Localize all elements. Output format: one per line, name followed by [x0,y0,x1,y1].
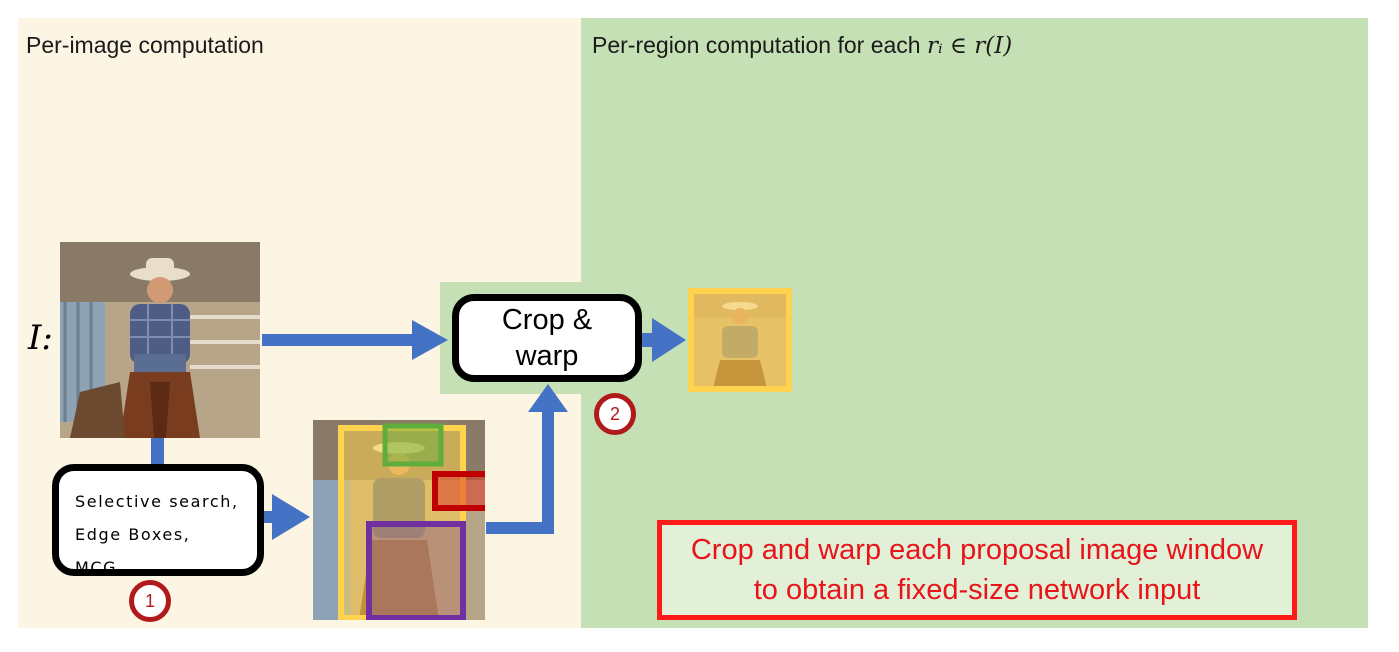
input-image-label: I: [28,318,53,358]
proposal-method-box: Selective search, Edge Boxes, MCG, … [52,464,264,577]
proposal-window-red [432,471,485,511]
per-region-title-math: rᵢ ∈ r(I) [926,33,1013,59]
proposal-to-windows-arrow [262,494,310,540]
proposal-method-line2: Edge Boxes, [75,525,191,544]
warped-window-photo-icon [688,288,792,392]
warped-window [688,288,792,392]
cowboy-on-horse-photo-icon [60,242,260,438]
per-region-title-text: Per-region computation for each [592,32,927,58]
image-to-proposal-connector [151,438,164,470]
windows-to-crop-arrowhead [528,384,568,412]
step-1-number: 1 [144,590,155,611]
callout-box: Crop and warp each proposal image window… [657,520,1297,620]
step-2-marker: 2 [594,393,636,435]
step-1-marker: 1 [129,580,171,622]
image-to-crop-arrow [262,320,448,360]
step-2-number: 2 [609,403,620,424]
input-photo [60,242,260,438]
per-image-title: Per-image computation [26,32,264,59]
proposal-window-purple [366,521,466,620]
windows-to-crop-path [486,410,554,534]
crop-warp-line1: Crop & [501,304,593,336]
proposal-windows-photo-icon [313,420,485,620]
proposals-photo [313,420,485,620]
per-image-title-text: Per-image computation [26,32,264,58]
proposal-method-line3: MCG, … [75,558,149,577]
crop-warp-line2: warp [515,340,579,372]
proposal-window-green [382,423,444,467]
proposal-method-line1: Selective search, [75,492,239,511]
crop-warp-box: Crop & warp [452,294,642,382]
callout-line2: to obtain a fixed-size network input [753,574,1201,606]
per-region-title: Per-region computation for each rᵢ ∈ r(I… [592,32,1012,59]
crop-to-output-arrow [641,318,686,362]
callout-line1: Crop and warp each proposal image window [690,534,1264,566]
